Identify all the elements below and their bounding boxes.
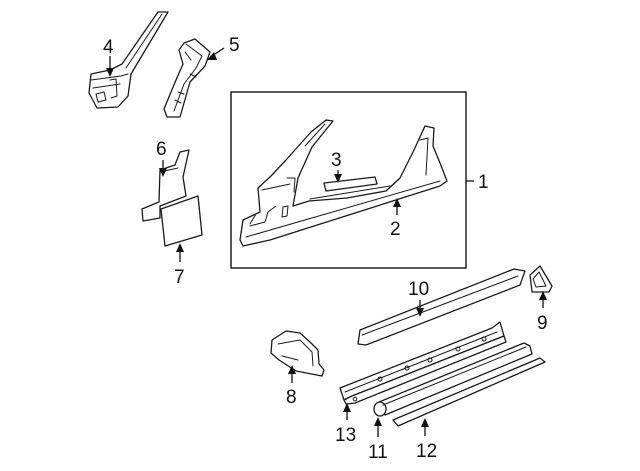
part-10-rocker-molding	[357, 268, 526, 346]
part-11-rocker-tube	[373, 342, 533, 417]
part-5-pillar-bracket	[163, 38, 211, 118]
callout-labels: 4 5 6 7 1 3 2 10 9 8 13 11 12	[103, 35, 548, 463]
callout-7: 7	[174, 267, 185, 288]
part-12-lower-strip	[392, 357, 546, 427]
part-9-end-cap	[529, 265, 553, 293]
callout-3: 3	[331, 150, 342, 171]
callout-9: 9	[537, 313, 548, 334]
part-4-pillar-reinforcement	[88, 11, 169, 109]
callout-1: 1	[478, 172, 489, 193]
callout-4: 4	[103, 37, 114, 58]
part-8-bracket	[270, 330, 325, 377]
callout-10: 10	[408, 279, 429, 300]
callout-11: 11	[368, 442, 388, 463]
part-2-body-side-panel	[239, 119, 448, 247]
part-1-group-frame	[230, 91, 467, 269]
callout-8: 8	[286, 387, 297, 408]
part-7-pillar-panel	[160, 195, 203, 247]
part-3-reinforcement-strip	[323, 176, 378, 192]
callout-2: 2	[390, 219, 401, 240]
callout-5: 5	[229, 35, 240, 56]
callout-12: 12	[416, 441, 437, 462]
leader-lines	[106, 47, 547, 437]
callout-13: 13	[335, 425, 356, 446]
part-13-rocker-rail	[339, 321, 507, 405]
callout-6: 6	[156, 139, 167, 160]
